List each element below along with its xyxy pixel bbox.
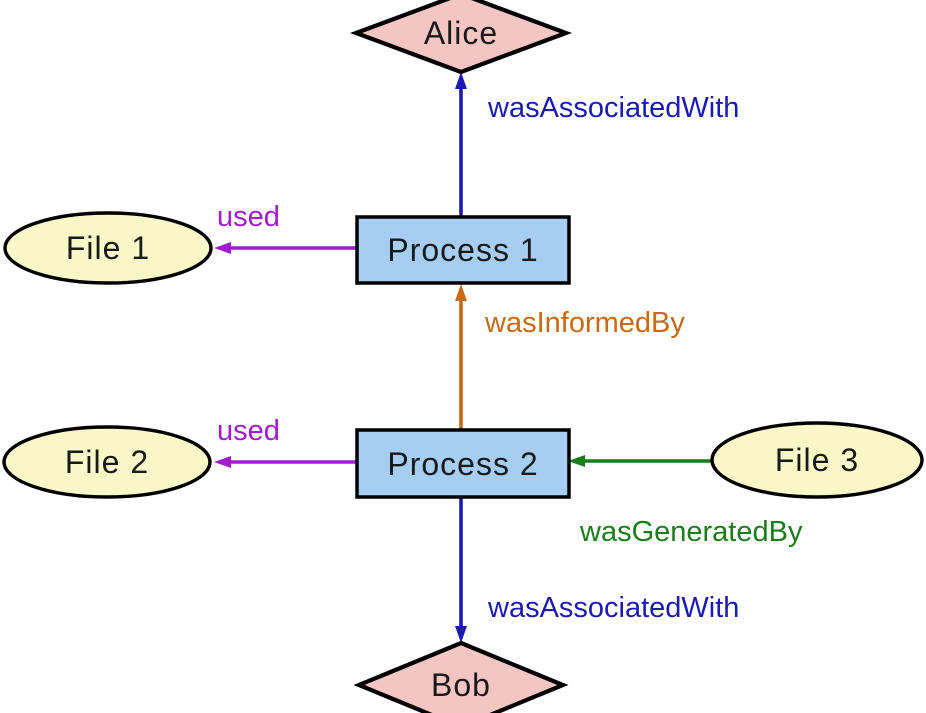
edge-process2-file2-arrowhead-icon xyxy=(214,456,231,468)
file2-label: File 2 xyxy=(65,444,149,480)
bob-diamond-shape xyxy=(353,640,569,713)
edge-file3-process2-arrowhead-icon xyxy=(568,455,585,467)
process2-label: Process 2 xyxy=(387,446,538,482)
node-file3: File 3 xyxy=(710,421,924,499)
node-alice: Alice xyxy=(349,0,573,75)
node-file2: File 2 xyxy=(2,425,212,499)
process2-rect-shape xyxy=(355,428,571,499)
file3-ellipse-shape xyxy=(710,421,924,499)
node-process1: Process 1 xyxy=(355,215,571,285)
process1-rect-shape xyxy=(355,215,571,285)
edge-label-used-top: used xyxy=(217,201,280,233)
edge-process2-bob-arrowhead-icon xyxy=(455,626,467,643)
edge-process1-file1-arrowhead-icon xyxy=(214,242,231,254)
node-file1: File 1 xyxy=(3,211,213,285)
bob-label: Bob xyxy=(431,667,491,703)
file1-label: File 1 xyxy=(66,230,150,266)
edge-process1-file1: used xyxy=(214,201,357,254)
edge-label-wasinformedby: wasInformedBy xyxy=(484,307,685,339)
node-process2: Process 2 xyxy=(355,428,571,499)
edge-process1-alice-arrowhead-icon xyxy=(455,72,467,89)
node-bob: Bob xyxy=(353,640,569,713)
edge-label-used-bottom: used xyxy=(217,415,280,447)
alice-diamond-shape xyxy=(349,0,573,75)
edge-process1-alice: wasAssociatedWith xyxy=(455,72,739,218)
edge-process2-file2: used xyxy=(214,415,357,468)
edge-label-wasassociatedwith-bottom: wasAssociatedWith xyxy=(487,592,739,624)
edge-process2-bob: wasAssociatedWith xyxy=(455,498,739,643)
edge-file3-process2: wasGeneratedBy xyxy=(568,455,803,548)
alice-label: Alice xyxy=(424,15,498,51)
edge-label-wasgeneratedby: wasGeneratedBy xyxy=(579,516,803,548)
file3-label: File 3 xyxy=(775,442,859,478)
process1-label: Process 1 xyxy=(387,232,538,268)
file2-ellipse-shape xyxy=(2,425,212,499)
edge-process2-process1-arrowhead-icon xyxy=(455,284,467,301)
file1-ellipse-shape xyxy=(3,211,213,285)
edge-process2-process1: wasInformedBy xyxy=(455,284,685,430)
edge-label-wasassociatedwith-top: wasAssociatedWith xyxy=(487,92,739,124)
